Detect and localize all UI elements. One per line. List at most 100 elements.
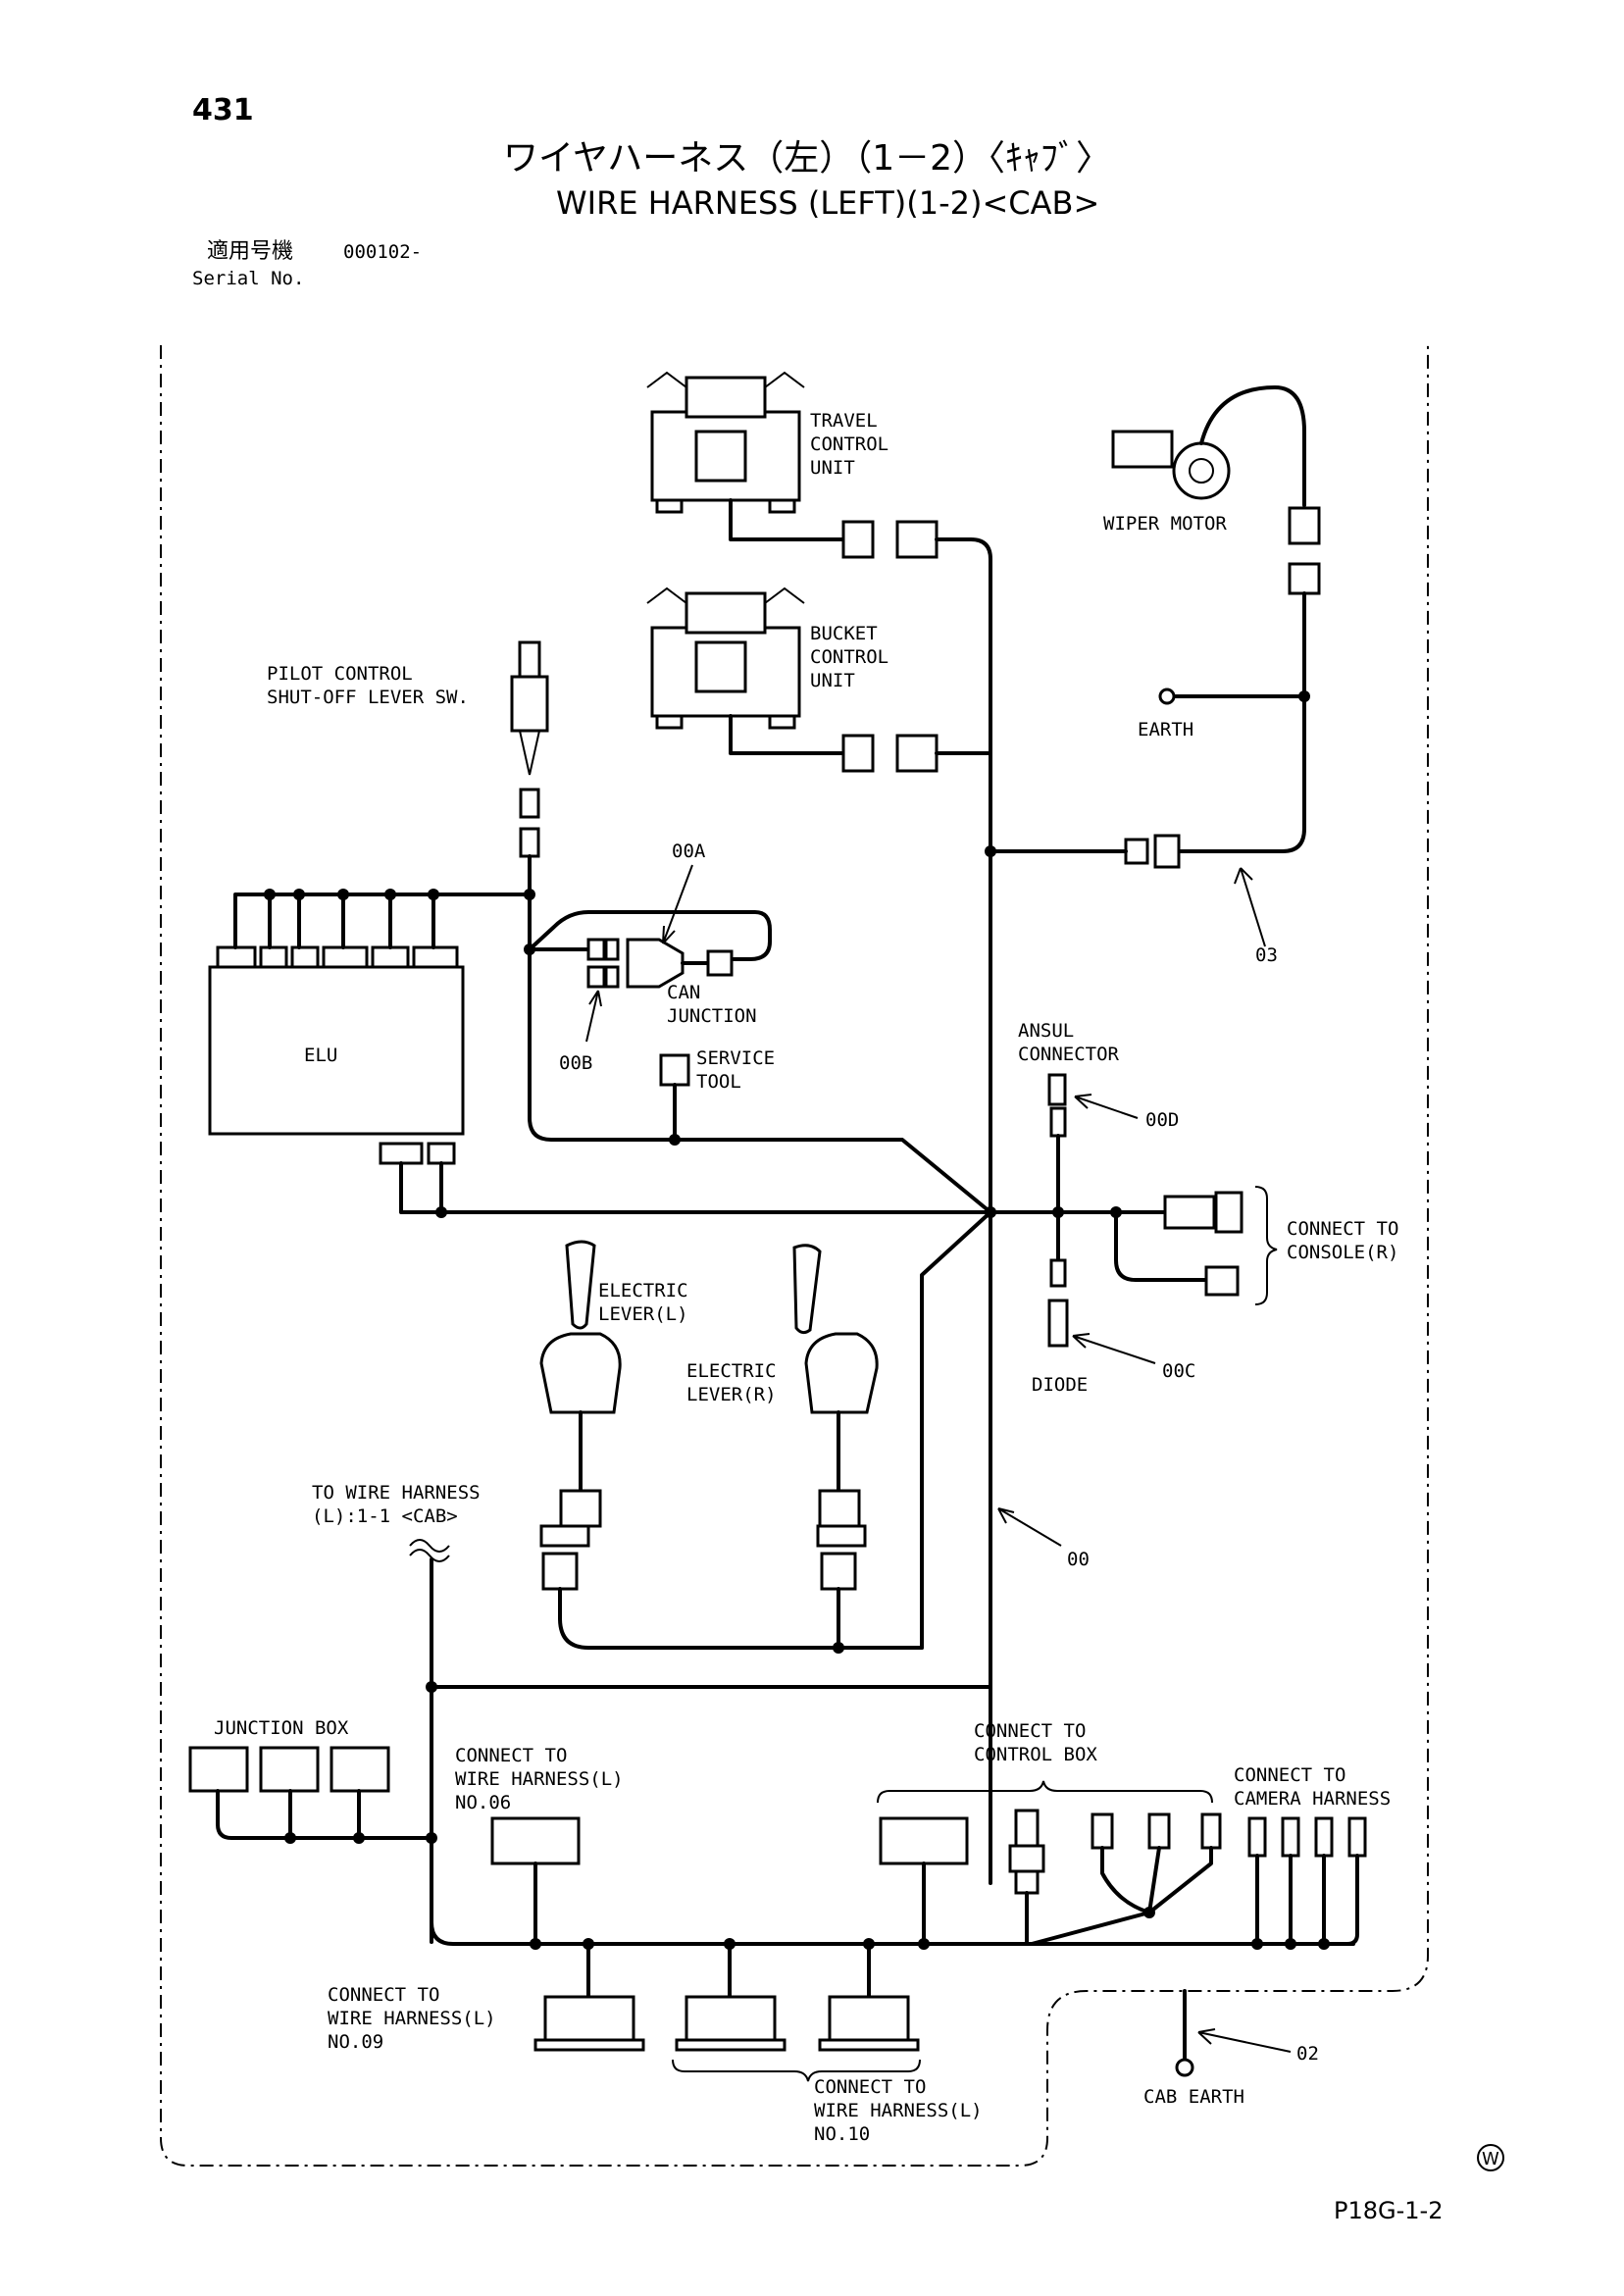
service-tool-label-1: SERVICE bbox=[696, 1047, 775, 1069]
to-wire-harness-label-2: (L):1-1 <CAB> bbox=[312, 1505, 458, 1527]
connect-09-label-2: WIRE HARNESS(L) bbox=[328, 2008, 496, 2029]
wiper-connector-female bbox=[1288, 562, 1321, 595]
travel-connector-female bbox=[895, 520, 939, 559]
diode-connector bbox=[1049, 1258, 1067, 1288]
travel-control-label-1: TRAVEL bbox=[810, 410, 878, 432]
service-tool-connector bbox=[659, 1053, 690, 1087]
lever-r-label-2: LEVER(R) bbox=[686, 1384, 777, 1405]
junction-box-2 bbox=[259, 1746, 320, 1793]
connect-10-label-1: CONNECT TO bbox=[814, 2076, 926, 2098]
lever-l-label-1: ELECTRIC bbox=[598, 1280, 688, 1301]
callout-00C: 00C bbox=[1162, 1360, 1195, 1382]
camera-connectors bbox=[1247, 1816, 1367, 1858]
can-junction-label-1: CAN bbox=[667, 982, 700, 1003]
elu-box bbox=[208, 965, 465, 1136]
can-connector-upper bbox=[586, 938, 606, 961]
title-english: WIRE HARNESS (LEFT)(1-2)<CAB> bbox=[556, 184, 1099, 222]
camera-label-2: CAMERA HARNESS bbox=[1234, 1788, 1391, 1810]
junction-box-label: JUNCTION BOX bbox=[214, 1717, 349, 1739]
elu-label: ELU bbox=[304, 1045, 337, 1066]
can-connector-lower bbox=[586, 965, 606, 989]
ansul-label-2: CONNECTOR bbox=[1018, 1044, 1120, 1065]
connect-09-label-3: NO.09 bbox=[328, 2031, 383, 2053]
console-connector-lower bbox=[1204, 1265, 1240, 1297]
electric-lever-left-icon bbox=[539, 1240, 622, 1414]
can-terminator bbox=[706, 949, 734, 977]
connector-no10-a bbox=[685, 1995, 777, 2042]
callout-02: 02 bbox=[1296, 2043, 1319, 2065]
connector-no06 bbox=[490, 1816, 581, 1865]
connect-10-label-3: NO.10 bbox=[814, 2123, 870, 2145]
connect-10-label-2: WIRE HARNESS(L) bbox=[814, 2100, 983, 2121]
travel-control-label-2: CONTROL bbox=[810, 434, 888, 455]
page-number: 431 bbox=[192, 93, 254, 128]
cab-outline bbox=[160, 345, 1429, 2167]
control-box-label-1: CONNECT TO bbox=[974, 1720, 1086, 1742]
control-box-connector-main bbox=[879, 1816, 969, 1865]
earth-label: EARTH bbox=[1138, 719, 1193, 740]
junction-box-3 bbox=[330, 1746, 390, 1793]
diode-label: DIODE bbox=[1032, 1374, 1088, 1396]
wiper-motor-icon bbox=[1111, 430, 1231, 500]
travel-control-label-3: UNIT bbox=[810, 457, 855, 479]
bucket-connector-male bbox=[841, 734, 875, 773]
ansul-label-1: ANSUL bbox=[1018, 1020, 1074, 1042]
w-mark: W bbox=[1482, 2149, 1499, 2169]
callout-00: 00 bbox=[1067, 1549, 1090, 1570]
camera-label-1: CONNECT TO bbox=[1234, 1764, 1345, 1786]
connector-no09 bbox=[543, 1995, 635, 2042]
callout-00D: 00D bbox=[1145, 1109, 1179, 1131]
title-japanese: ワイヤハーネス（左）（1－2）〈ｷｬﾌﾞ〉 bbox=[503, 138, 1111, 179]
pilot-connector-male bbox=[519, 788, 540, 819]
callout-00A: 00A bbox=[672, 841, 706, 862]
bucket-control-label-2: CONTROL bbox=[810, 646, 888, 668]
connect-06-label-2: WIRE HARNESS(L) bbox=[455, 1768, 624, 1790]
cab-earth-icon bbox=[1175, 2058, 1194, 2077]
can-junction-icon bbox=[626, 938, 685, 989]
serial-label-en: Serial No. bbox=[192, 268, 304, 289]
w-mark-icon bbox=[1477, 2144, 1504, 2171]
wiper-line-connector-b bbox=[1153, 834, 1181, 869]
serial-value: 000102- bbox=[343, 241, 422, 263]
travel-control-unit bbox=[646, 371, 805, 514]
lever-r-label-1: ELECTRIC bbox=[686, 1360, 777, 1382]
travel-connector-male bbox=[841, 520, 875, 559]
wiper-motor-label: WIPER MOTOR bbox=[1103, 513, 1227, 535]
wiper-line-connector-a bbox=[1124, 838, 1149, 865]
can-junction-label-2: JUNCTION bbox=[667, 1005, 757, 1027]
bucket-control-label-1: BUCKET bbox=[810, 623, 878, 644]
page-code: P18G-1-2 bbox=[1334, 2197, 1443, 2224]
pilot-connector-female bbox=[519, 827, 540, 858]
pilot-sw-label-2: SHUT-OFF LEVER SW. bbox=[267, 687, 469, 708]
to-wire-harness-label-1: TO WIRE HARNESS bbox=[312, 1482, 481, 1504]
console-label-1: CONNECT TO bbox=[1287, 1218, 1398, 1240]
console-label-2: CONSOLE(R) bbox=[1287, 1242, 1398, 1263]
callout-00B: 00B bbox=[559, 1052, 592, 1074]
control-box-label-2: CONTROL BOX bbox=[974, 1744, 1097, 1765]
elu-top-connectors bbox=[216, 945, 459, 969]
ansul-connector bbox=[1047, 1073, 1067, 1106]
elu-bottom-connector-left bbox=[379, 1142, 424, 1165]
connect-06-label-1: CONNECT TO bbox=[455, 1745, 567, 1766]
cab-earth-label: CAB EARTH bbox=[1143, 2086, 1244, 2108]
connect-09-label-1: CONNECT TO bbox=[328, 1984, 439, 2006]
service-tool-label-2: TOOL bbox=[696, 1071, 741, 1093]
bucket-control-unit bbox=[646, 587, 805, 730]
lever-l-label-2: LEVER(L) bbox=[598, 1303, 688, 1325]
bucket-connector-female bbox=[895, 734, 939, 773]
pilot-sw-label-1: PILOT CONTROL bbox=[267, 663, 413, 685]
callout-03: 03 bbox=[1255, 944, 1278, 966]
electric-lever-right-icon bbox=[792, 1244, 879, 1414]
wiper-connector-male bbox=[1288, 506, 1321, 545]
pilot-shutoff-switch-icon bbox=[510, 640, 549, 733]
serial-label-jp: 適用号機 bbox=[207, 239, 293, 264]
earth-icon bbox=[1158, 688, 1176, 705]
connect-06-label-3: NO.06 bbox=[455, 1792, 511, 1813]
console-connector-upper bbox=[1163, 1195, 1216, 1230]
junction-box-1 bbox=[188, 1746, 249, 1793]
diode-icon bbox=[1047, 1299, 1069, 1348]
bucket-control-label-3: UNIT bbox=[810, 670, 855, 691]
elu-bottom-connector-right bbox=[427, 1142, 456, 1165]
connector-no10-b bbox=[828, 1995, 910, 2042]
